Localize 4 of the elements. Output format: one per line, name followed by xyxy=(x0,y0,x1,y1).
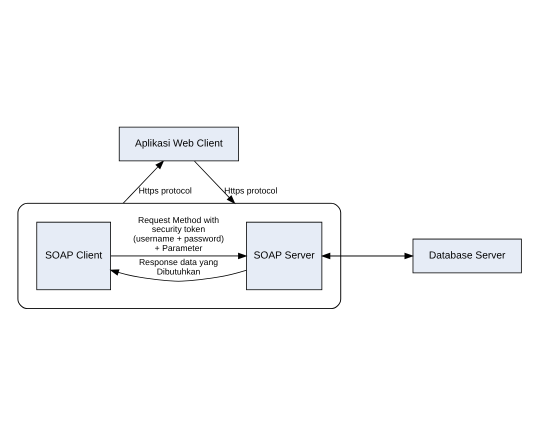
edge-label: Request Method with security token (username + password) + Parameter xyxy=(133,214,224,254)
edge-label: Https protocol xyxy=(138,186,192,196)
edge-label: Https protocol xyxy=(224,186,278,196)
edge-label: Response data yang Dibutuhkan xyxy=(138,257,218,277)
